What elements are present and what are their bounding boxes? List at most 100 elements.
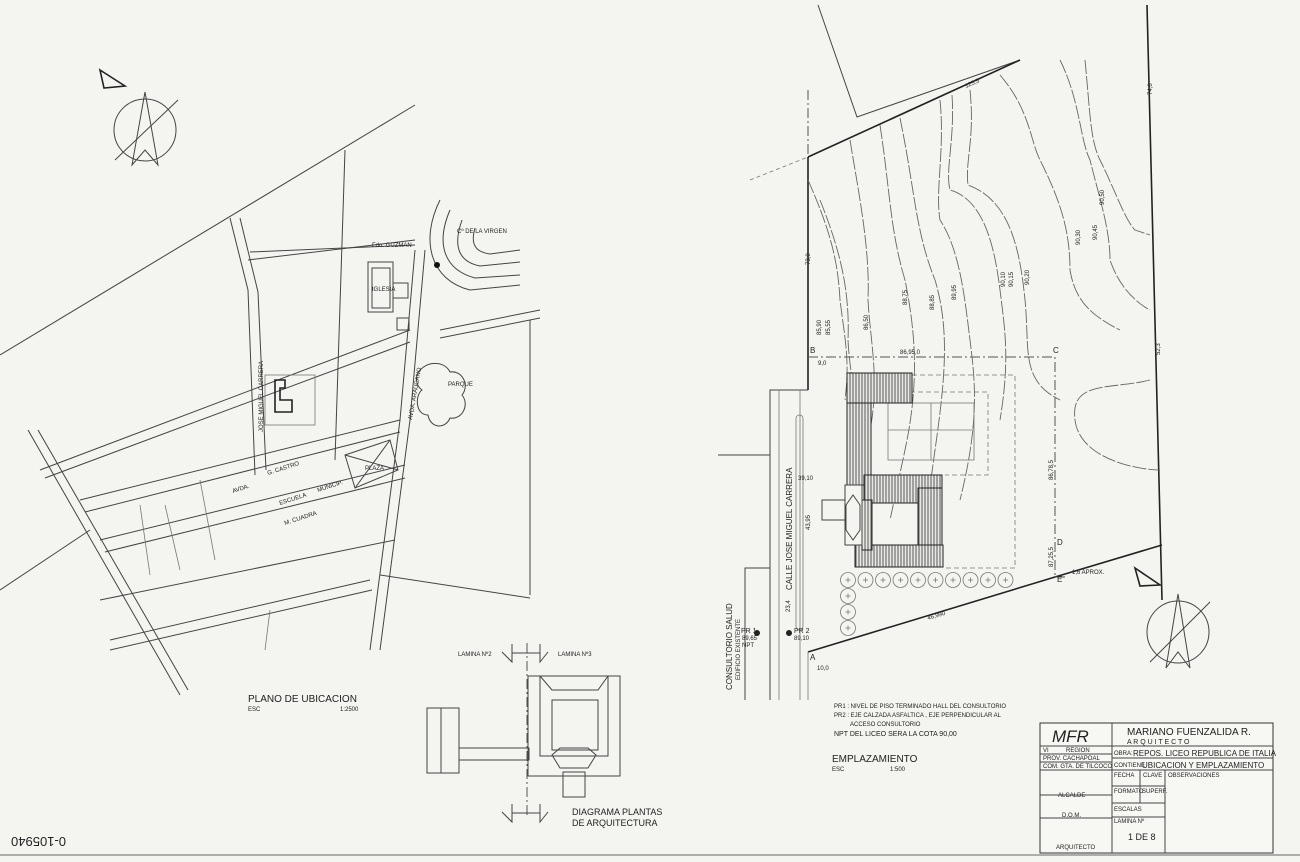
- fecha-label: FECHA: [1114, 773, 1134, 779]
- tree-symbol: [927, 572, 944, 588]
- site-plan-scale-label: ESC: [832, 767, 845, 773]
- region: REGION: [1066, 748, 1090, 754]
- dim-street-w: 39,10: [798, 476, 814, 482]
- tree-center-mark: [933, 577, 938, 583]
- section-label-lamina-3: LAMINA Nº3: [558, 651, 592, 658]
- point-a: A: [810, 653, 816, 662]
- dom-label: D.O.M.: [1062, 813, 1081, 819]
- diagram-title-2: DE ARQUITECTURA: [572, 818, 658, 828]
- contiene-value: UBICACION Y EMPLAZAMIENTO: [1142, 761, 1264, 770]
- architect-name: MARIANO FUENZALIDA R.: [1127, 727, 1251, 738]
- tree-symbol: [840, 572, 856, 588]
- dim-a: 10,0: [817, 666, 829, 672]
- street-lines: [0, 104, 541, 696]
- obra-label: OBRA:: [1114, 751, 1133, 757]
- location-plan-title: PLANO DE UBICACION: [248, 694, 357, 705]
- comuna: COM. GTA. DE TILCOCO: [1043, 764, 1112, 770]
- site-notes: PR1 : NIVEL DE PISO TERMINADO HALL DEL C…: [834, 704, 1006, 738]
- superf-label: SUPERF.: [1142, 789, 1168, 795]
- dim-bc: 86,95,0: [900, 350, 921, 356]
- architecture-diagram: LAMINA Nº2 LAMINA Nº3 DIAGRAMA PLANTAS D…: [426, 643, 662, 828]
- consultorio-sub: EDIFICIO EXISTENTE: [736, 619, 742, 680]
- tree-symbol: [962, 572, 979, 588]
- dim-top: 125,5: [964, 78, 981, 90]
- escalas-label: ESCALAS: [1114, 807, 1142, 813]
- pr2-marker: PR 2 89,10: [786, 628, 810, 642]
- north-arrow-left: [98, 68, 179, 167]
- church-block: [367, 261, 410, 331]
- pr1-marker: PR 1 89,65 NPT: [741, 628, 760, 649]
- point-e: E: [1057, 575, 1062, 584]
- sports-court: [870, 374, 1016, 569]
- plaza: [344, 439, 399, 489]
- point-c: C: [1053, 346, 1059, 355]
- tree-symbol: [892, 572, 909, 588]
- contiene-label: CONTIENE: [1114, 763, 1145, 769]
- park-trees: [416, 363, 466, 427]
- tree-center-mark: [845, 609, 851, 615]
- consultorio-label: CONSULTORIO SALUD: [725, 603, 734, 690]
- lamina-value: 1 DE 8: [1128, 832, 1156, 842]
- dim-left: 73,0: [806, 253, 812, 265]
- alcalde-label: ALCALDE: [1058, 793, 1085, 799]
- dim-bf: 9,0: [818, 361, 827, 367]
- label-plaza: PLAZA: [365, 466, 384, 472]
- tree-symbol: [945, 572, 961, 588]
- label-iglesia: IGLESIA: [372, 287, 395, 293]
- contour-lines: [807, 59, 1161, 561]
- point-d: D: [1057, 538, 1063, 547]
- contour-label: 85,55: [826, 319, 832, 335]
- dim-cd: 86,78,5: [1049, 459, 1055, 480]
- title-block: MFR MARIANO FUENZALIDA R. A R Q U I T E …: [1039, 722, 1277, 854]
- province: PROV. CACHAPOAL: [1043, 756, 1100, 762]
- site-plan-title: EMPLAZAMIENTO: [832, 754, 918, 765]
- pr2-value: 89,10: [794, 636, 810, 642]
- note-npt: NPT DEL LICEO SERA LA COTA 90,00: [834, 731, 957, 738]
- school-building-hatched: [821, 372, 944, 568]
- label-parque: PARQUE: [448, 382, 473, 388]
- dim-right-top: 74,0: [1148, 83, 1154, 95]
- contour-label: 90,50: [1100, 189, 1106, 205]
- tree-symbol: [910, 572, 926, 588]
- dim-lower: 23,4: [786, 600, 792, 612]
- section-label-lamina-2: LAMINA Nº2: [458, 651, 492, 658]
- architect-logo: MFR: [1052, 727, 1089, 746]
- label-virgen: Cº DE LA VIRGEN: [457, 228, 507, 235]
- tree-center-mark: [845, 625, 851, 631]
- school-building: [264, 374, 316, 426]
- site-plan: B C D E A 125,5 74,0 73,0 86,95,0 9,0 86…: [718, 4, 1211, 773]
- contour-label: 86,50: [864, 314, 870, 330]
- label-carrera: JOSE MIGUEL CARRERA: [259, 361, 265, 432]
- obra-value: REPOS. LICEO REPUBLICA DE ITALIA: [1133, 749, 1277, 758]
- tree-center-mark: [898, 577, 903, 583]
- property-boundaries: [749, 4, 1163, 653]
- tree-symbol: [840, 588, 856, 604]
- clave-label: CLAVE: [1143, 773, 1162, 779]
- location-plan-scale: 1:2500: [340, 707, 359, 713]
- street-name: CALLE JOSE MIGUEL CARRERA: [785, 467, 794, 590]
- contour-label: 85,90: [817, 319, 823, 335]
- arquitecto-label: ARQUITECTO: [1056, 845, 1096, 851]
- pr1-npt: NPT: [742, 643, 754, 649]
- street: [718, 389, 809, 700]
- location-plan-scale-label: ESC: [248, 707, 261, 713]
- pr1-label: PR 1: [741, 628, 757, 635]
- contour-label: 88,75: [903, 289, 909, 305]
- archive-stamp: 0-105940: [11, 834, 66, 849]
- tree-center-mark: [863, 577, 868, 583]
- dim-bottom: 46,990: [927, 611, 947, 622]
- tree-center-mark: [1003, 577, 1008, 583]
- label-guzman: Fdo. GUZMAN: [372, 243, 412, 249]
- tree-center-mark: [985, 577, 991, 583]
- note-pr2: PR2 : EJE CALZADA ASFALTICA , EJE PERPEN…: [834, 713, 1002, 719]
- tree-symbol: [840, 620, 856, 636]
- tree-symbol: [857, 572, 874, 588]
- contour-label: 90,30: [1076, 229, 1082, 245]
- contour-label: 90,10: [1001, 271, 1007, 287]
- diagram-title-1: DIAGRAMA PLANTAS: [572, 807, 662, 817]
- tree-center-mark: [950, 577, 956, 583]
- lamina-label: LAMINA Nº: [1114, 818, 1145, 825]
- note-pr2-cont: ACCESO CONSULTORIO: [850, 722, 921, 728]
- contour-label: 90,15: [1009, 271, 1015, 287]
